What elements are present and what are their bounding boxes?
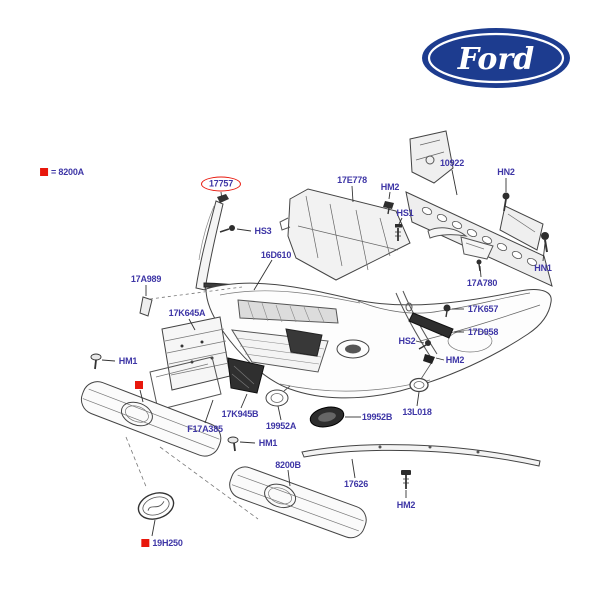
part-label-17k645a: 17K645A	[169, 308, 206, 318]
part-number-text: 17757	[200, 176, 242, 192]
part-number-text: 17K657	[467, 304, 499, 314]
part-label-hm1: HM1	[258, 438, 278, 448]
trim-strip-drawing	[301, 444, 541, 467]
part-label-hn1: HN1	[534, 263, 552, 273]
part-number-text: 13L018	[402, 407, 432, 417]
part-number-text: HS1	[396, 208, 414, 218]
part-label-hm2: HM2	[380, 182, 400, 192]
part-label-19952a: 19952A	[265, 421, 297, 431]
part-number-text: 17A780	[466, 278, 498, 288]
part-number-text: HS3	[254, 226, 272, 236]
part-number-text: HS2	[398, 336, 416, 346]
grille-b-drawing	[229, 466, 367, 539]
part-number-text: 16D610	[260, 250, 292, 260]
part-number-text: 19952A	[265, 421, 297, 431]
part-label-17a989: 17A989	[130, 274, 162, 284]
part-label-17a780: 17A780	[466, 278, 498, 288]
part-label-8200a: = 8200A	[40, 167, 84, 177]
part-label-10922: 10922	[440, 158, 464, 168]
part-number-text: 17E778	[337, 175, 367, 185]
part-label-hn2: HN2	[497, 167, 515, 177]
part-label-hm2: HM2	[445, 355, 465, 365]
part-number-text: = 8200A	[51, 167, 84, 177]
part-label-19952b: 19952B	[361, 412, 393, 422]
part-number-text: 17K945B	[221, 409, 259, 419]
red-square-icon	[40, 168, 49, 176]
part-label-17757: 17757	[200, 176, 242, 192]
part-number-text: 19952B	[361, 412, 393, 422]
part-number-text: 17A989	[130, 274, 162, 284]
part-number-text: HN2	[497, 167, 515, 177]
part-label-17k945b: 17K945B	[222, 409, 259, 419]
plug-ring-drawing	[409, 361, 433, 393]
fog-cover-a-drawing	[265, 385, 291, 407]
part-number-text: HM2	[396, 500, 416, 510]
part-label-13l018: 13L018	[402, 407, 432, 417]
part-label-hs1: HS1	[397, 208, 414, 218]
part-number-text: HM2	[380, 182, 400, 192]
reinforcement-bar-drawing	[405, 130, 553, 287]
leader-lines	[101, 169, 546, 537]
deflector-panel-drawing	[161, 316, 231, 391]
part-label-17d958: 17D958	[467, 327, 499, 337]
fog-bezel-drawing	[227, 357, 265, 394]
part-number-text: 10922	[439, 158, 465, 168]
part-label-17e778: 17E778	[337, 175, 367, 185]
projection-lines	[125, 436, 259, 520]
red-square-icon	[141, 539, 150, 547]
part-number-text: 17K645A	[168, 308, 206, 318]
part-number-text: HM1	[118, 356, 138, 366]
part-label-16d610: 16D610	[260, 250, 292, 260]
ford-logo: Ford	[422, 28, 570, 88]
part-label-17k657: 17K657	[467, 304, 499, 314]
part-label-hs3: HS3	[255, 226, 272, 236]
clip-strip-drawing	[139, 286, 243, 317]
part-number-text: 8200B	[275, 460, 301, 470]
part-label-hs2: HS2	[399, 336, 416, 346]
bumper-side-strip-drawing	[195, 194, 229, 291]
part-number-text: 17D958	[467, 327, 499, 337]
right-bracket-drawing	[395, 227, 494, 357]
part-number-text: HN1	[534, 263, 552, 273]
bumper-cover-drawing	[205, 282, 552, 399]
part-label-19h250: 19H250	[141, 538, 183, 548]
grille-frame-drawing	[149, 356, 222, 411]
part-number-text: 19H250	[152, 538, 183, 548]
red-marker	[135, 381, 143, 389]
ford-logo-text: Ford	[457, 42, 534, 77]
emblem-part-drawing	[137, 492, 175, 520]
fasteners-drawing	[90, 192, 549, 489]
part-number-text: HM2	[445, 355, 465, 365]
red-square-icon	[135, 381, 143, 389]
part-number-text: HM1	[258, 438, 278, 448]
grille-a-drawing	[80, 381, 222, 457]
part-label-8200b: 8200B	[275, 460, 301, 470]
part-label-f17a385: F17A385	[187, 424, 223, 434]
radiator-shield-drawing	[279, 188, 411, 281]
part-number-text: F17A385	[187, 424, 223, 434]
part-label-hm1: HM1	[118, 356, 138, 366]
part-label-17626: 17626	[344, 479, 368, 489]
part-number-text: 17626	[343, 479, 369, 489]
part-label-hm2: HM2	[396, 500, 416, 510]
fog-cover-b-drawing	[309, 406, 345, 428]
